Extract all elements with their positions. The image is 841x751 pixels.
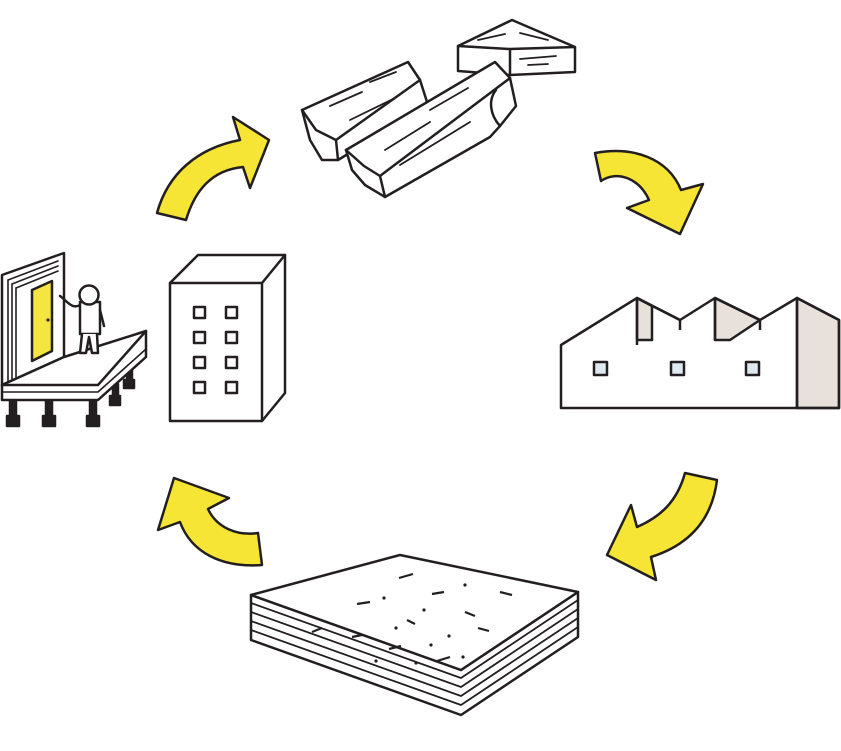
wood-logs-icon bbox=[300, 18, 577, 199]
factory-icon bbox=[559, 296, 841, 410]
particle-board-icon bbox=[249, 553, 580, 717]
arrow-factory-to-board-icon bbox=[605, 471, 719, 582]
floor-system-and-building-icon bbox=[0, 251, 287, 428]
person-icon bbox=[58, 284, 106, 355]
apartment-building-icon bbox=[168, 253, 287, 423]
arrow-buildings-to-timber-icon bbox=[155, 115, 271, 222]
raised-floor-module-icon bbox=[0, 251, 148, 428]
arrow-board-to-buildings-icon bbox=[156, 476, 264, 567]
arrow-timber-to-factory-icon bbox=[593, 149, 705, 236]
